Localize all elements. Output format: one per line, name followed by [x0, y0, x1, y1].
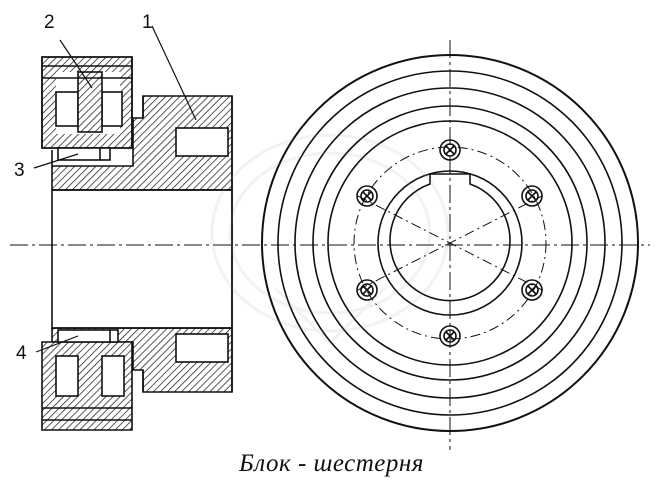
pin-4: [57, 329, 119, 343]
leader-lines: [33, 25, 197, 353]
section-view: [10, 56, 650, 431]
front-view: [261, 40, 639, 450]
bolt-hole: [439, 325, 461, 347]
bolt-hole: [521, 279, 543, 301]
pin-3: [57, 147, 111, 161]
callout-2: 2: [44, 12, 55, 33]
hub-slot-lower: [175, 333, 229, 363]
bolt-hole: [521, 185, 543, 207]
bolt-hole: [356, 185, 378, 207]
bolt-circle: [353, 146, 547, 340]
figure-caption: Блок - шестерня: [239, 450, 424, 477]
bore: [51, 189, 233, 329]
bore-keyway: [389, 173, 511, 302]
bolt-holes: [356, 139, 543, 347]
callout-4: 4: [16, 343, 27, 364]
bolt-hole: [356, 279, 378, 301]
callout-3: 3: [14, 160, 25, 181]
hub-slot-upper: [175, 127, 229, 157]
bolt-hole: [439, 139, 461, 161]
gear-slot-upper: [55, 91, 79, 127]
callout-1: 1: [142, 12, 153, 33]
